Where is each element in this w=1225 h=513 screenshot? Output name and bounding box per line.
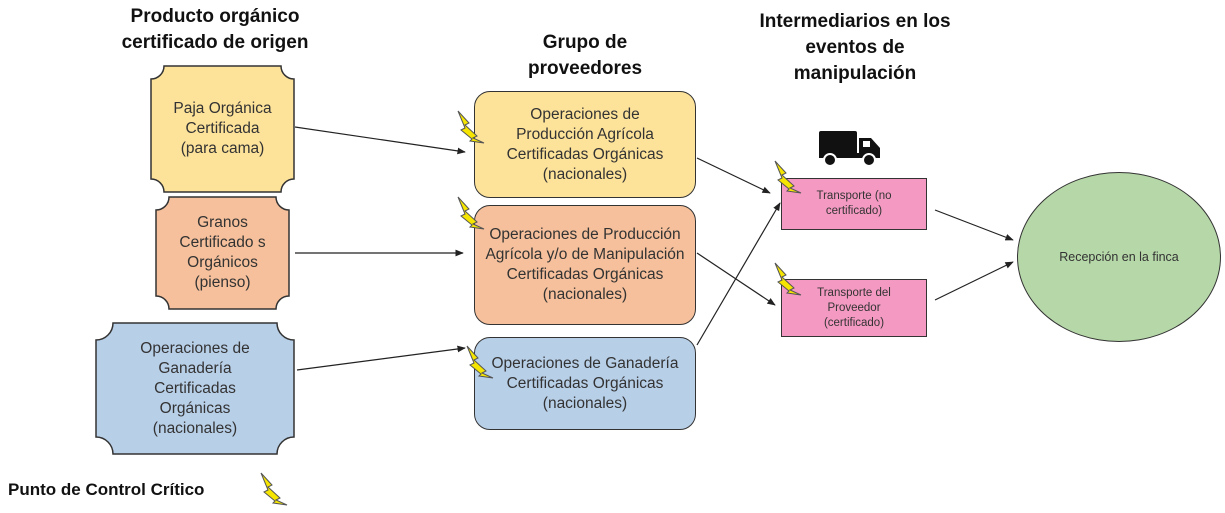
supplier-transport-label: Transporte del Proveedor (certificado) [817,286,891,329]
supplier-crop-box: Operaciones de Producción Agrícola Certi… [474,91,696,198]
arrow-crop-to-transport [696,157,771,194]
header-origin: Producto orgánico certificado de origen [121,6,309,53]
supplier-livestock-label: Operaciones de Ganadería Certificadas Or… [491,354,679,412]
origin-straw-box: Paja Orgánica Certificada (para cama) [150,65,295,193]
supplier-crop-label: Operaciones de Producción Agrícola Certi… [506,105,664,183]
header-intermediaries: Intermediarios en los eventos de manipul… [759,11,951,84]
legend-label: Punto de Control Crítico [8,480,205,499]
notched-shape [95,322,295,455]
origin-grains-label: Granos Certificado s Orgánicos (pienso) [179,214,266,291]
farm-reception-circle: Recepción en la finca [1017,172,1221,342]
supplier-crop-handling-box: Operaciones de Producción Agrícola y/o d… [474,205,696,325]
origin-grains-box: Granos Certificado s Orgánicos (pienso) [155,196,290,310]
truck-icon [819,131,880,167]
origin-livestock-label: Operaciones de Ganadería Certificadas Or… [140,339,250,437]
header-suppliers: Grupo de proveedores [527,32,643,79]
origin-livestock-box: Operaciones de Ganadería Certificadas Or… [95,322,295,455]
notched-shape [150,65,295,193]
supplier-livestock-box: Operaciones de Ganadería Certificadas Or… [474,337,696,430]
lightning-bolt-icon [774,160,802,194]
lightning-bolt-icon [774,262,802,296]
arrow-livestock-to-livestock [296,345,466,371]
transport-box: Transporte (no certificado) [781,178,927,230]
lightning-bolt-icon [466,345,494,379]
arrow-handling-to-supplier-transport [696,252,776,306]
origin-straw-label: Paja Orgánica Certificada (para cama) [173,100,272,157]
transport-label: Transporte (no certificado) [816,190,892,217]
arrow-transport-to-farm [934,209,1014,241]
supplier-crop-handling-label: Operaciones de Producción Agrícola y/o d… [485,226,685,303]
lightning-bolt-icon [260,472,288,506]
arrow-supplier-transport-to-farm [934,261,1014,301]
arrow-straw-to-crop [294,126,466,155]
farm-reception-label: Recepción en la finca [1059,250,1179,264]
lightning-bolt-icon [457,196,485,230]
supplier-transport-box: Transporte del Proveedor (certificado) [781,279,927,337]
notched-shape [155,196,290,310]
lightning-bolt-icon [457,110,485,144]
arrow-livestock-to-transport [696,202,781,346]
